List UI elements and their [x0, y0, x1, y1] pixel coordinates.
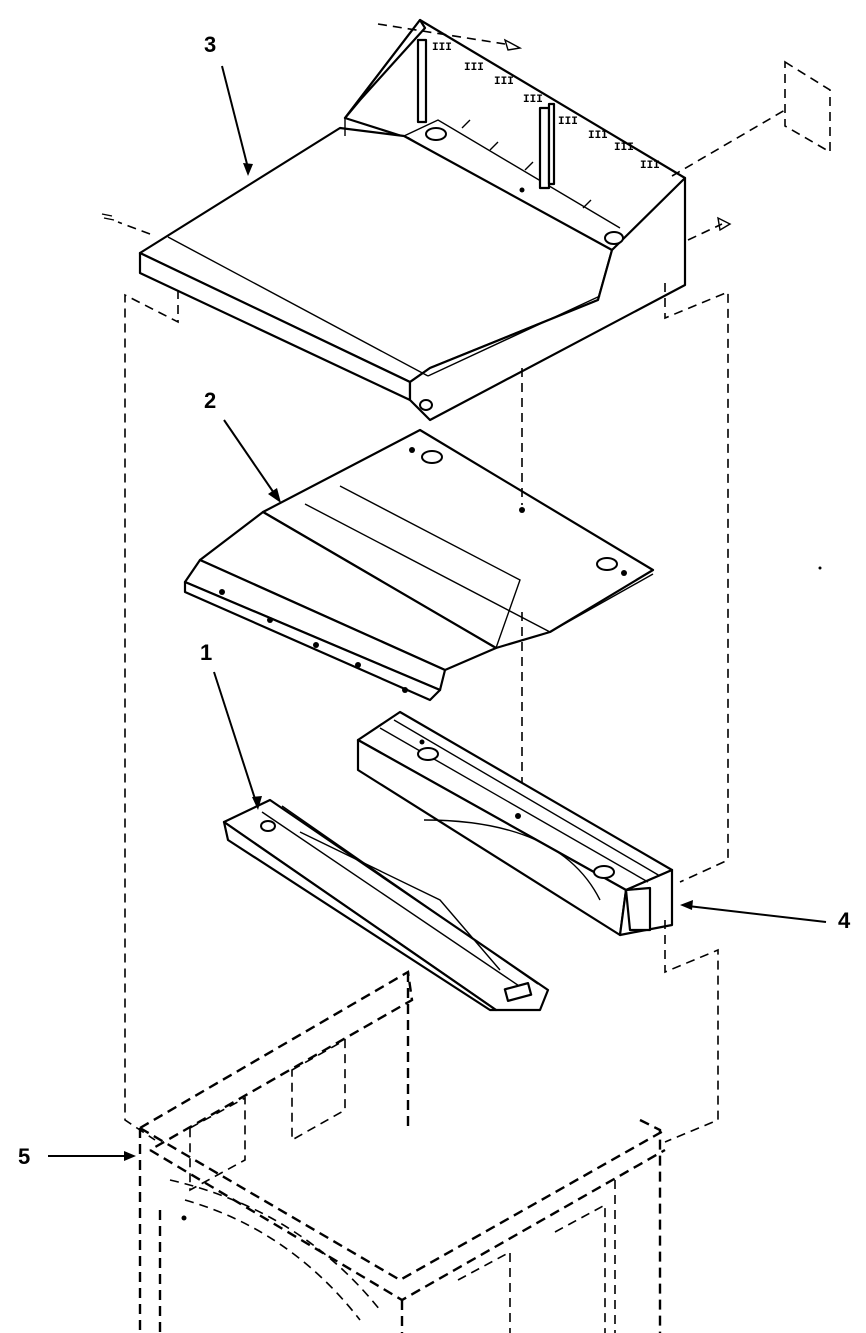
svg-text:III: III: [494, 76, 514, 88]
callout-1: 1: [200, 640, 262, 810]
callout-4-label: 4: [838, 908, 851, 933]
callout-1-label: 1: [200, 640, 212, 665]
callout-5-label: 5: [18, 1144, 30, 1169]
svg-text:III: III: [588, 130, 608, 142]
callout-2: 2: [204, 388, 281, 503]
callout-2-label: 2: [204, 388, 216, 413]
part-5-cabinet: [138, 970, 666, 1333]
svg-text:III: III: [640, 160, 660, 172]
part-4-rail: [356, 710, 674, 937]
callout-5: 5: [18, 1144, 136, 1169]
part-1-brace: [222, 798, 550, 1012]
callout-3: 3: [204, 32, 253, 176]
svg-text:III: III: [523, 94, 543, 106]
callout-4: 4: [680, 900, 851, 933]
svg-text:III: III: [558, 116, 578, 128]
svg-text:III: III: [614, 142, 634, 154]
callout-3-label: 3: [204, 32, 216, 57]
svg-text:III: III: [432, 42, 452, 54]
part-3-top-panel: III III III III III III III III: [101, 18, 732, 422]
svg-text:III: III: [464, 62, 484, 74]
panel-outline: [784, 60, 831, 154]
part-2-plate: [183, 428, 655, 702]
